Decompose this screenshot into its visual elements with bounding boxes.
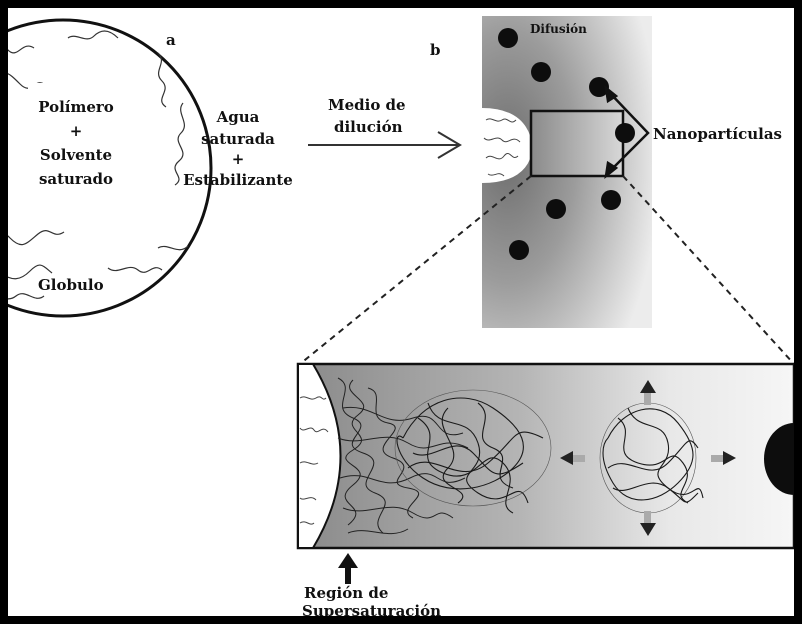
globule-line1: Polímero <box>38 98 114 116</box>
medium-line2: dilución <box>334 118 403 136</box>
globule-plus: + <box>70 122 83 140</box>
globule-group: Polímero + Solvente saturado Globulo <box>8 20 211 316</box>
diffusion-panel: Difusión Nanopartículas <box>482 16 782 328</box>
panel-b-label: b <box>430 41 441 59</box>
diffusion-diagram: Polímero + Solvente saturado Globulo a b… <box>8 8 794 616</box>
nanoparticle <box>509 240 529 260</box>
medium-label: Medio de dilución <box>328 96 406 136</box>
globule-caption: Globulo <box>38 276 104 294</box>
nanoparticle <box>498 28 518 48</box>
water-line2: saturada <box>201 130 275 148</box>
water-line3: Estabilizante <box>183 171 293 189</box>
globule-line2: Solvente <box>40 146 112 164</box>
figure-frame: Polímero + Solvente saturado Globulo a b… <box>8 8 794 616</box>
arrow-up-icon <box>338 553 358 584</box>
panel-a-label: a <box>166 31 176 49</box>
nanoparticles-label: Nanopartículas <box>653 125 782 143</box>
medium-line1: Medio de <box>328 96 406 114</box>
nanoparticle <box>615 123 635 143</box>
zoomed-tube <box>298 364 794 548</box>
globule-line3: saturado <box>39 170 113 188</box>
diffusion-label: Difusión <box>530 22 587 36</box>
nanoparticle <box>546 199 566 219</box>
region-line2: Supersaturación <box>302 602 441 616</box>
region-line1: Región de <box>304 584 388 602</box>
nanoparticle <box>601 190 621 210</box>
water-line1: Agua <box>216 108 260 126</box>
nanoparticle <box>531 62 551 82</box>
water-plus: + <box>232 150 245 168</box>
